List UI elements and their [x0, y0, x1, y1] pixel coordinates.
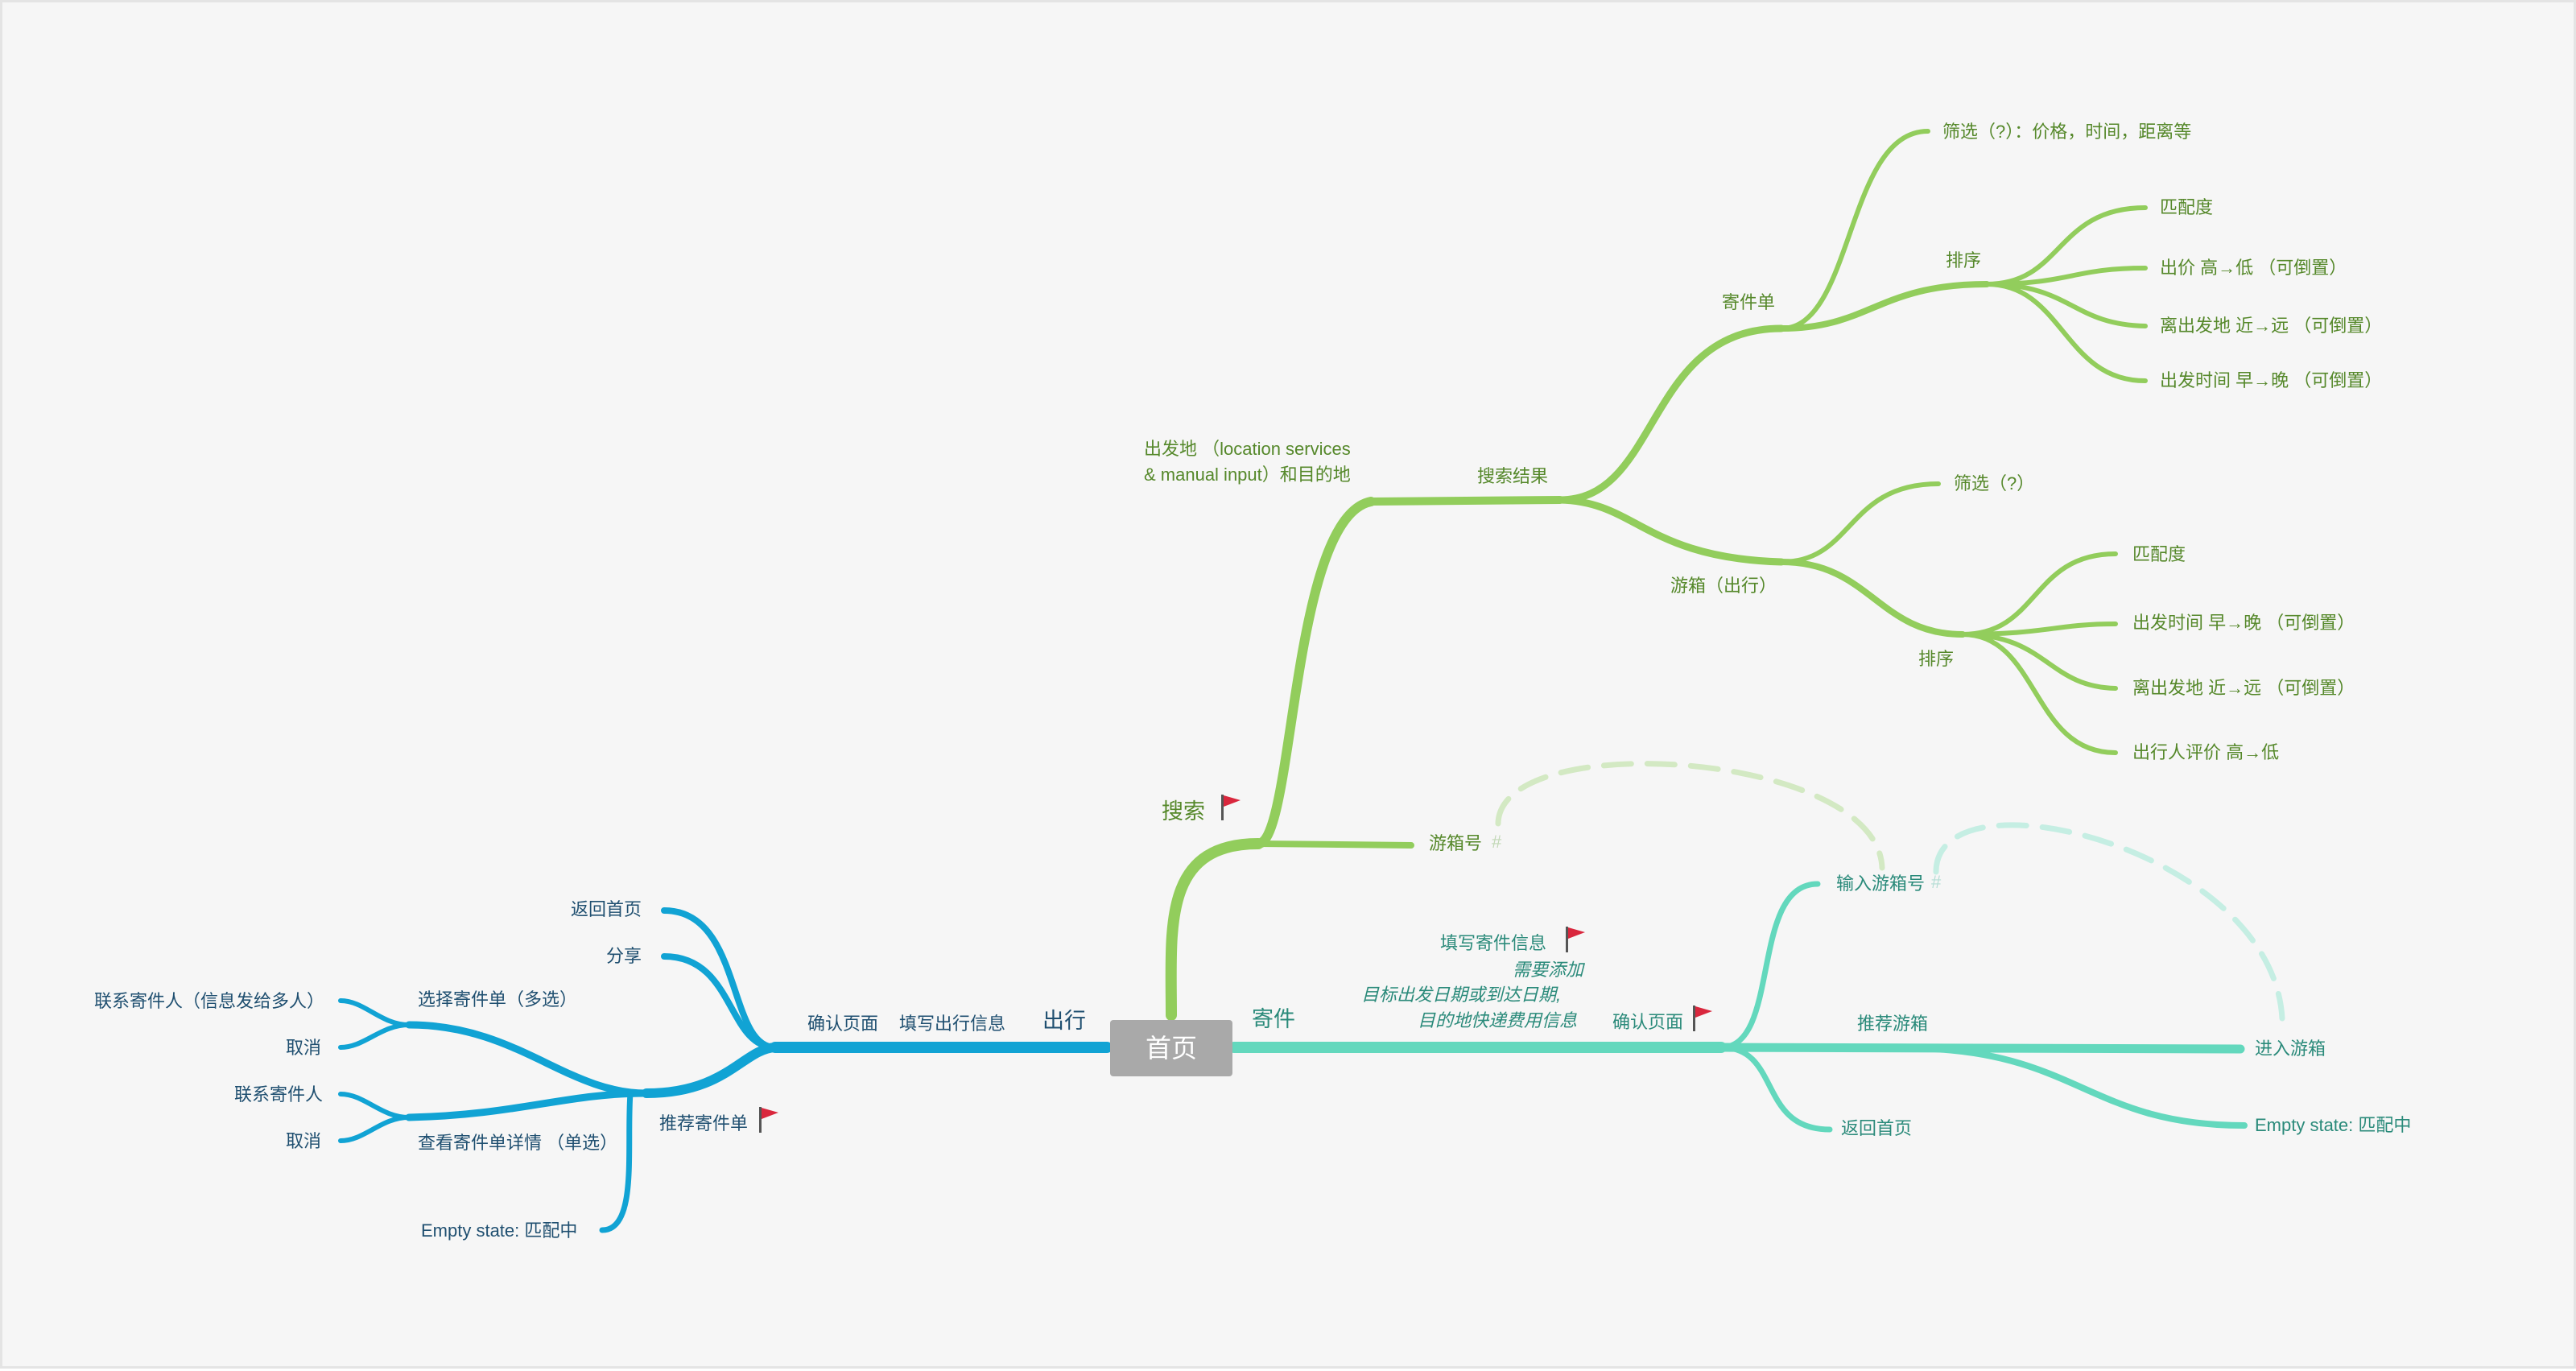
travel-back-home-node[interactable]: 返回首页 — [571, 899, 642, 919]
search-results-node[interactable]: 搜索结果 — [1477, 466, 1549, 486]
travel-confirm-node[interactable]: 确认页面 — [807, 1014, 879, 1034]
search-node[interactable]: 搜索 — [1162, 799, 1205, 824]
travel-empty-state-node[interactable]: Empty state: 匹配中 — [421, 1220, 578, 1241]
flag-icon — [759, 1107, 778, 1133]
select-send-orders-node[interactable]: 选择寄件单（多选） — [418, 989, 578, 1010]
fill-send-info-node[interactable]: 填写寄件信息 — [1440, 933, 1547, 953]
recommend-send-orders-node[interactable]: 推荐寄件单 — [659, 1113, 749, 1134]
cancel-node[interactable]: 取消 — [286, 1131, 322, 1151]
flag-icon — [1221, 795, 1241, 820]
send-confirm-node[interactable]: 确认页面 — [1612, 1012, 1684, 1032]
sort-item[interactable]: 离出发地 近→远 （可倒置） — [2132, 678, 2355, 698]
flag-icon — [1566, 927, 1585, 952]
sort-item[interactable]: 离出发地 近→远 （可倒置） — [2160, 316, 2383, 336]
flag-icon — [1693, 1006, 1712, 1031]
suitcase-sort-node[interactable]: 排序 — [1918, 649, 1955, 669]
suitcase-filter-node[interactable]: 筛选（?） — [1954, 473, 2035, 493]
contact-senders-node[interactable]: 联系寄件人（信息发给多人） — [94, 991, 325, 1011]
send-node[interactable]: 寄件 — [1252, 1007, 1295, 1031]
send-back-home-node[interactable]: 返回首页 — [1841, 1118, 1913, 1138]
share-node[interactable]: 分享 — [606, 946, 642, 966]
enter-suitcase-node[interactable]: 进入游箱 — [2255, 1039, 2326, 1059]
send-branch-lines — [1228, 881, 2248, 1133]
suitcase-node[interactable]: 游箱（出行） — [1670, 576, 1777, 596]
suitcase-no-node[interactable]: 游箱号 — [1429, 833, 1483, 853]
location-node-line1[interactable]: 出发地 （location services — [1144, 439, 1351, 459]
recommend-suitcase-node[interactable]: 推荐游箱 — [1857, 1014, 1929, 1034]
sort-item[interactable]: 出发时间 早→晚 （可倒置） — [2160, 370, 2383, 390]
travel-node[interactable]: 出行 — [1042, 1009, 1086, 1033]
input-suitcase-no-node[interactable]: 输入游箱号 — [1836, 873, 1926, 894]
sort-item[interactable]: 出发时间 早→晚 （可倒置） — [2132, 613, 2355, 633]
relation-hash-icon: # — [1492, 832, 1502, 852]
send-note-line1: 需要添加 — [1513, 960, 1584, 980]
send-note-line2: 目标出发日期或到达日期, — [1361, 985, 1562, 1005]
send-orders-sort-node[interactable]: 排序 — [1946, 250, 1982, 270]
dashed-link-send — [1933, 822, 2285, 1022]
relation-hash-icon: # — [1931, 872, 1942, 892]
send-note-line3: 目的地快递费用信息 — [1418, 1010, 1578, 1030]
send-empty-state-node[interactable]: Empty state: 匹配中 — [2255, 1115, 2412, 1135]
send-orders-node[interactable]: 寄件单 — [1722, 292, 1776, 312]
sort-item[interactable]: 出价 高→低 （可倒置） — [2160, 258, 2347, 278]
travel-branch-lines — [338, 907, 1113, 1233]
fill-travel-info-node[interactable]: 填写出行信息 — [899, 1014, 1006, 1034]
cancel-node[interactable]: 取消 — [286, 1038, 322, 1058]
sort-item[interactable]: 匹配度 — [2160, 197, 2214, 217]
sort-item[interactable]: 匹配度 — [2132, 544, 2186, 564]
dashed-link-search — [1495, 761, 1885, 871]
location-node-line2[interactable]: & manual input）和目的地 — [1144, 465, 1351, 485]
sort-item[interactable]: 出行人评价 高→低 — [2132, 742, 2280, 762]
search-branch-lines — [1165, 129, 2148, 1021]
view-send-order-node[interactable]: 查看寄件单详情 （单选） — [418, 1133, 618, 1153]
contact-sender-node[interactable]: 联系寄件人 — [234, 1084, 324, 1105]
root-node[interactable]: 首页 — [1110, 1020, 1232, 1076]
send-orders-filter-node[interactable]: 筛选（?）：价格，时间，距离等 — [1942, 122, 2192, 142]
